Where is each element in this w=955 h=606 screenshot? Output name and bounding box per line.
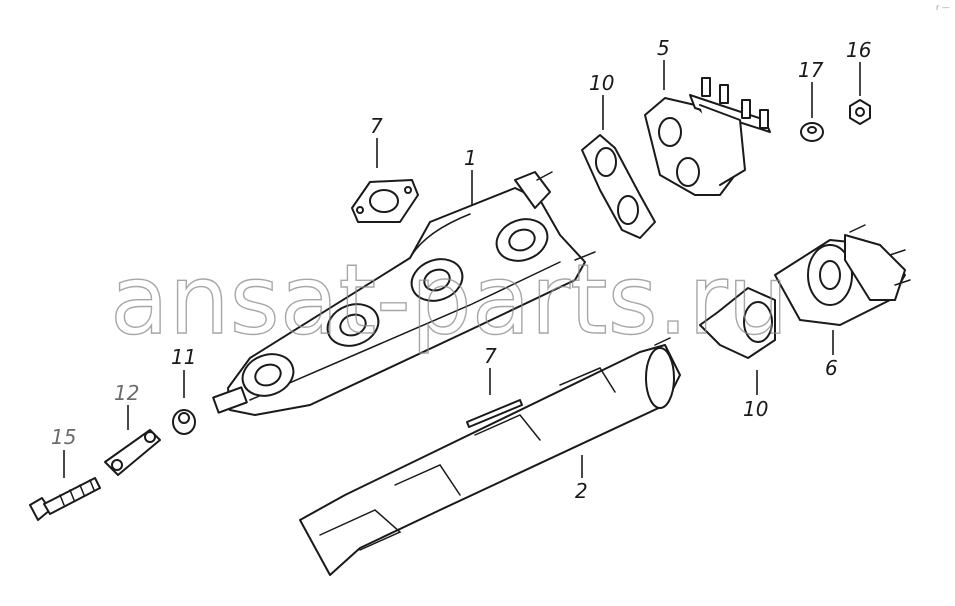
watermark-text: ansat-parts.ru <box>110 244 789 356</box>
flange-gasket-part-10-top <box>581 134 656 239</box>
leader-lines <box>63 60 861 478</box>
callout-6: 6 <box>825 356 838 380</box>
exhaust-pipe-part-6 <box>774 224 911 326</box>
nut-part-16 <box>849 99 871 125</box>
exhaust-manifold-part-1 <box>212 171 596 416</box>
callout-17: 17 <box>798 58 824 82</box>
callout-7-middle: 7 <box>484 344 497 368</box>
corner-mark: r — <box>936 3 950 12</box>
shim-strip-part-7 <box>466 399 523 428</box>
callout-15: 15 <box>51 425 76 449</box>
callout-2: 2 <box>575 479 588 503</box>
callout-5: 5 <box>657 36 670 60</box>
bracket-plate-part-12 <box>104 429 161 476</box>
callout-7-top: 7 <box>370 114 383 138</box>
callout-11: 11 <box>171 345 196 369</box>
bolt-part-15 <box>29 477 101 521</box>
spacer-part-11 <box>172 409 196 435</box>
callout-labels: 1 2 5 6 7 7 10 10 11 12 15 16 17 <box>51 36 871 503</box>
callout-1: 1 <box>464 146 477 170</box>
callout-10-bottom: 10 <box>743 397 768 421</box>
downpipe-flange-part-5 <box>644 77 771 196</box>
callout-12: 12 <box>114 381 139 405</box>
washer-part-17 <box>800 122 824 142</box>
callout-16: 16 <box>846 38 871 62</box>
gasket-part-7 <box>351 179 419 223</box>
callout-10-top: 10 <box>589 71 614 95</box>
flange-gasket-part-10-bottom <box>699 287 776 359</box>
heat-shield-part-2 <box>299 337 681 576</box>
